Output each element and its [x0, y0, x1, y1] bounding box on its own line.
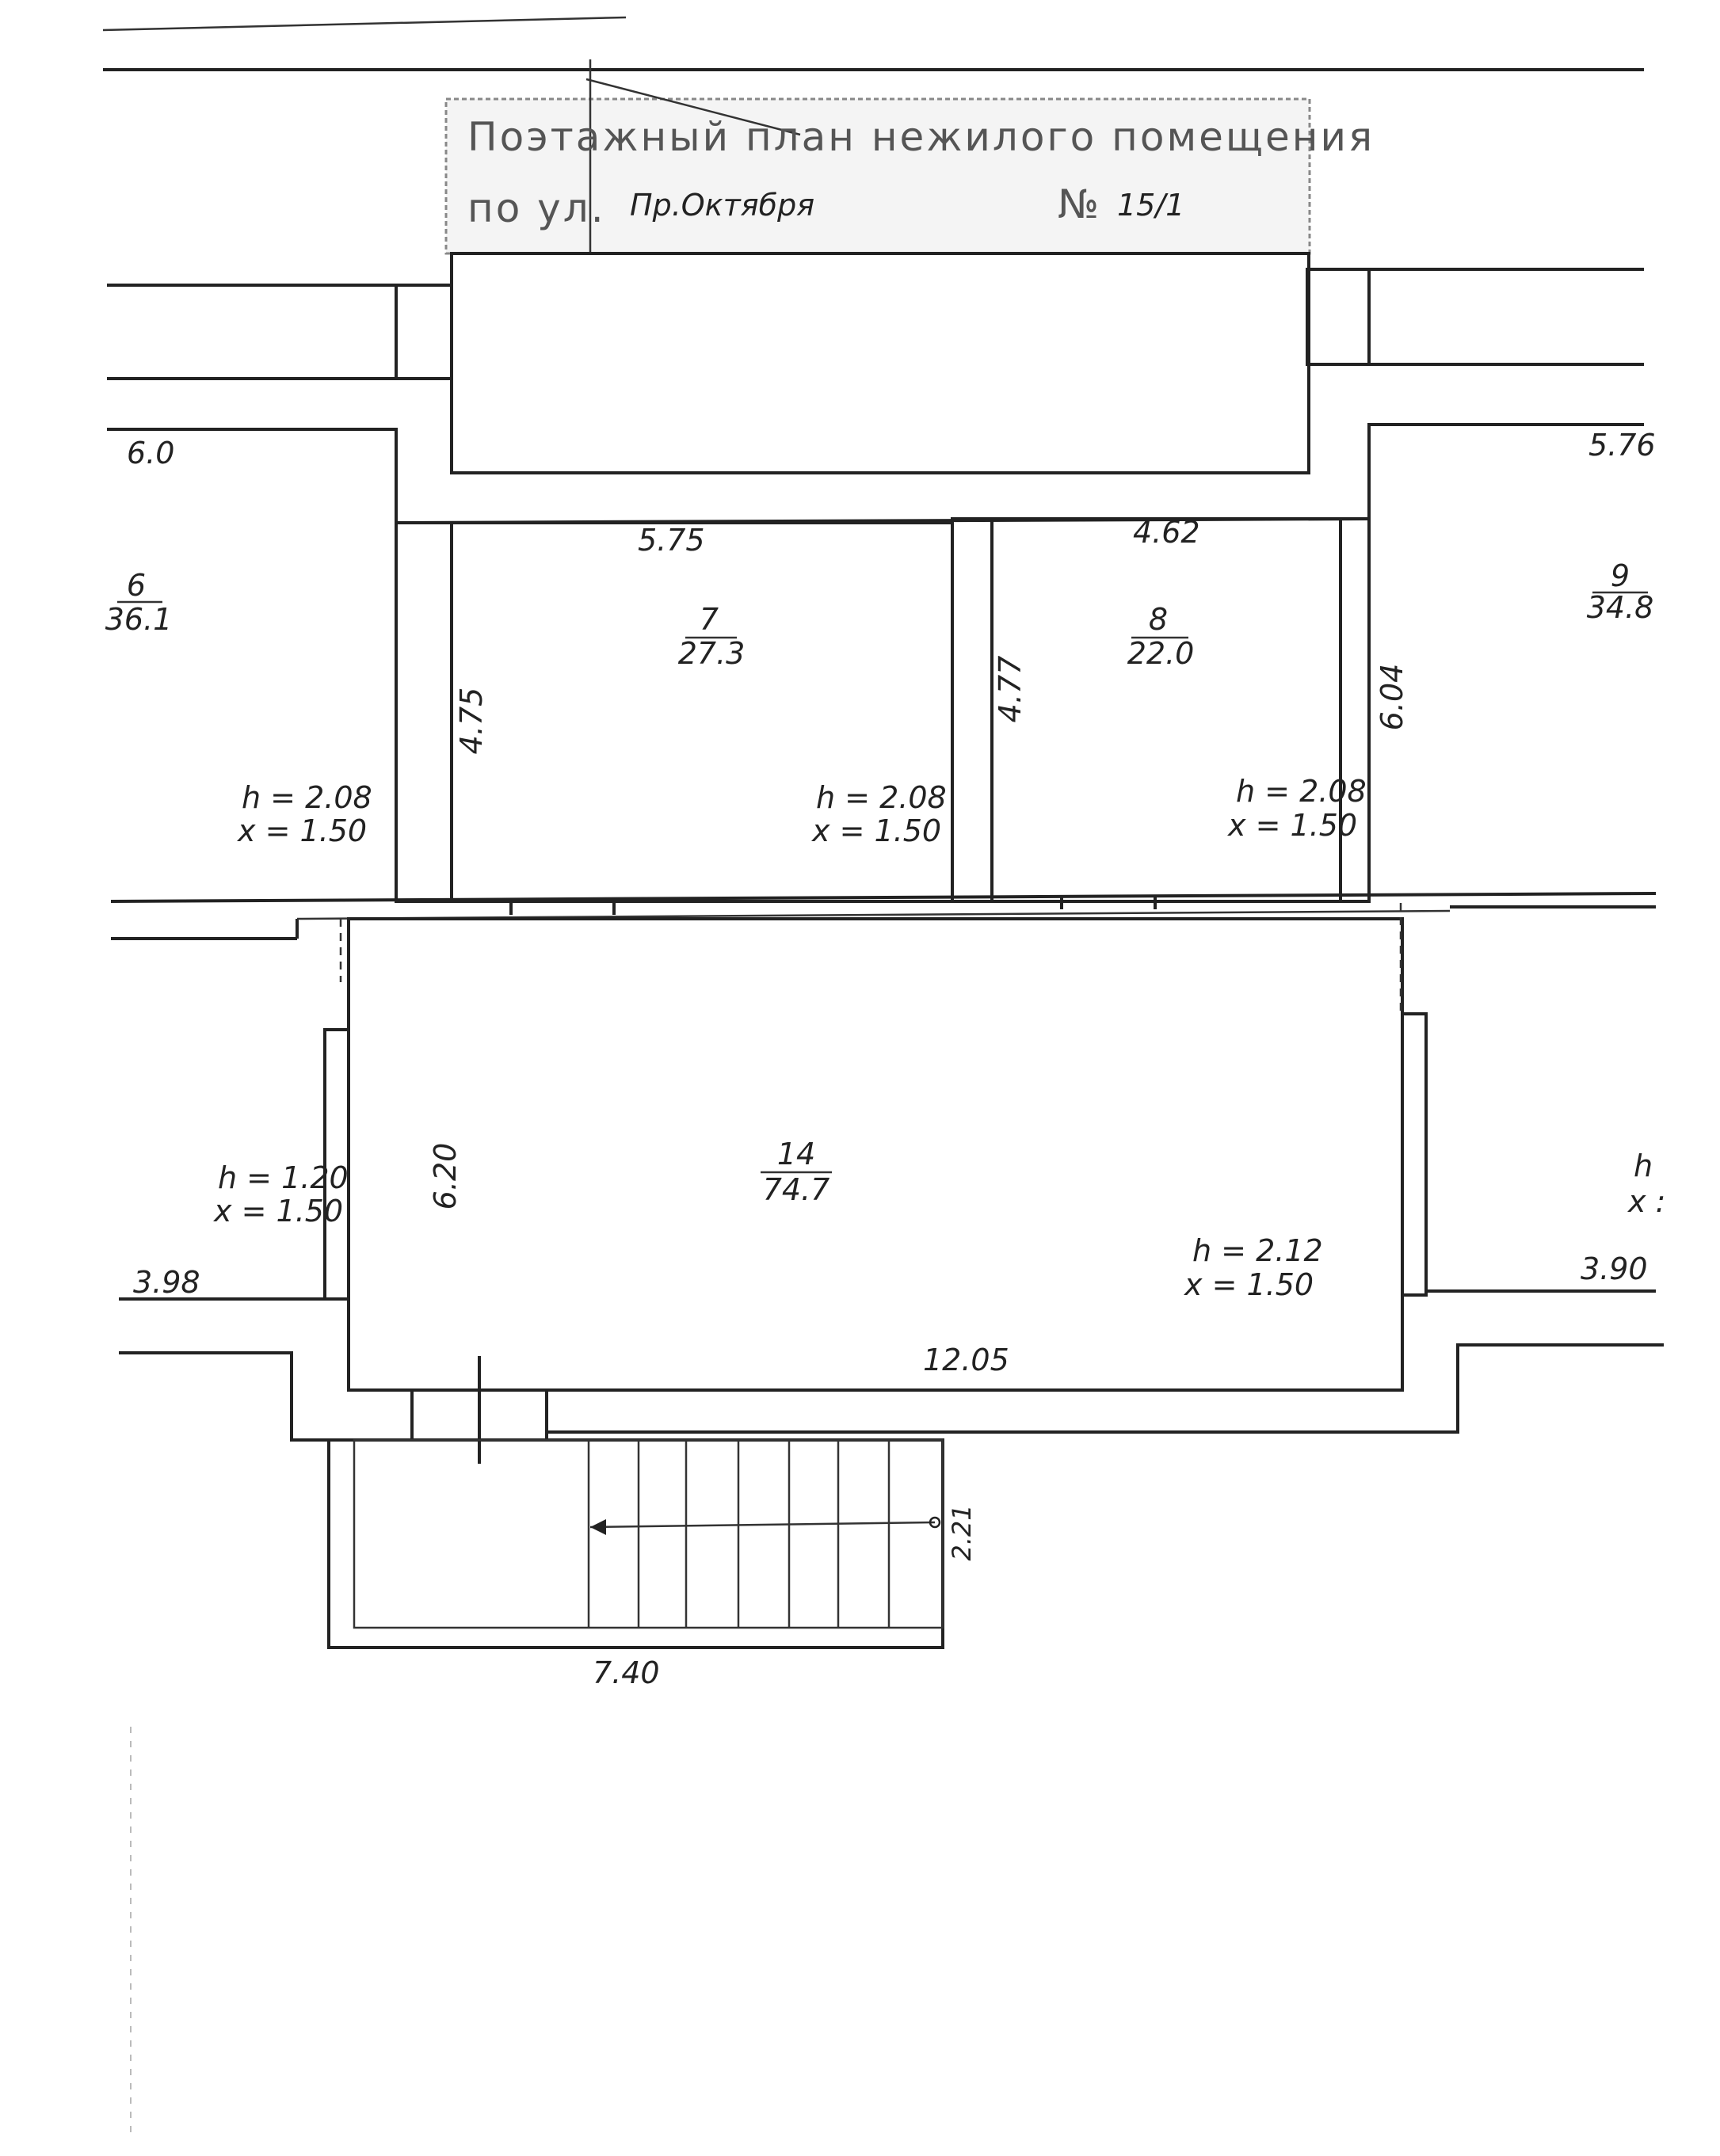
dim-room14-depth: 6.20 — [428, 1143, 463, 1210]
dim-room8-depth: 4.77 — [993, 656, 1028, 723]
left-lower-x: x = 1.50 — [213, 1194, 343, 1228]
corridor-line-top — [110, 892, 1657, 903]
stamp-street-value: Пр.Октября — [630, 188, 814, 223]
wall-8-9 — [1339, 517, 1371, 903]
room-8-height: h = 2.08 — [1236, 774, 1367, 809]
room-8-area: 22.0 — [1127, 636, 1195, 671]
dim-room7-depth: 4.75 — [454, 688, 489, 755]
dim-room7-width: 5.75 — [638, 523, 705, 558]
room-7-area: 27.3 — [678, 636, 746, 671]
room-9-area: 34.8 — [1587, 590, 1654, 625]
stamp-title: Поэтажный план нежилого помещения — [467, 114, 1375, 160]
room-6-x: x = 1.50 — [237, 813, 367, 848]
dim-room14-width: 12.05 — [923, 1343, 1009, 1377]
room-7-number: 7 — [700, 602, 719, 637]
room-7-height: h = 2.08 — [816, 780, 947, 815]
room-8-x: x = 1.50 — [1227, 808, 1357, 843]
stair-arrow-head — [590, 1519, 606, 1535]
room-9-walls — [1367, 423, 1644, 883]
top-faint-line — [102, 16, 627, 32]
wall-7-8 — [951, 517, 993, 903]
room-8-number: 8 — [1149, 602, 1168, 637]
dim-stair-depth: 2.21 — [947, 1504, 977, 1560]
room-14-height: h = 2.12 — [1192, 1233, 1323, 1268]
room-14-right-side-wall — [1401, 1012, 1428, 1297]
room-6-area: 36.1 — [105, 602, 173, 637]
room-9-number: 9 — [1611, 558, 1630, 593]
upper-rooms-top-wall — [395, 517, 1370, 524]
wall-6-7 — [395, 521, 453, 903]
dim-room6-width: 6.0 — [127, 436, 174, 470]
left-upper-pillar — [395, 284, 453, 380]
room-7-x: x = 1.50 — [811, 813, 941, 848]
right-lower-outer-wall — [547, 1343, 1664, 1434]
room-14-number: 14 — [777, 1137, 815, 1171]
central-upper-block — [450, 252, 1310, 474]
right-lower-height: h — [1634, 1148, 1653, 1183]
dim-room9-depth: 6.04 — [1375, 664, 1409, 731]
left-lower-outer-wall — [119, 1351, 412, 1442]
stamp-number-prefix: № — [1058, 181, 1101, 227]
room-14-walls — [347, 917, 1404, 1392]
left-lower-height: h = 1.20 — [218, 1160, 349, 1195]
stair-inner — [353, 1438, 944, 1629]
room-14-area: 74.7 — [763, 1172, 830, 1207]
room-6-height: h = 2.08 — [242, 780, 372, 815]
stamp-crosshair-diag — [585, 78, 801, 136]
stamp-number-value: 15/1 — [1117, 188, 1184, 223]
dim-room8-width: 4.62 — [1133, 515, 1200, 550]
stair-outer — [327, 1438, 944, 1649]
room-6-number: 6 — [127, 568, 146, 603]
right-upper-pillar — [1306, 268, 1371, 366]
dim-left-lower-width: 3.98 — [133, 1265, 200, 1300]
stair-direction-arrow — [589, 1521, 936, 1529]
right-lower-x: x : — [1627, 1184, 1665, 1219]
dim-stair-width: 7.40 — [593, 1655, 660, 1690]
dim-right-lower-width: 3.90 — [1581, 1251, 1648, 1286]
room-8-walls — [990, 517, 1342, 903]
dim-room9-width: 5.76 — [1588, 428, 1656, 463]
room-14-left-side-wall — [323, 1028, 350, 1301]
stamp-street-prefix: по ул. — [467, 185, 606, 231]
stair-arrow-origin — [929, 1516, 941, 1529]
room-14-x: x = 1.50 — [1184, 1267, 1314, 1302]
